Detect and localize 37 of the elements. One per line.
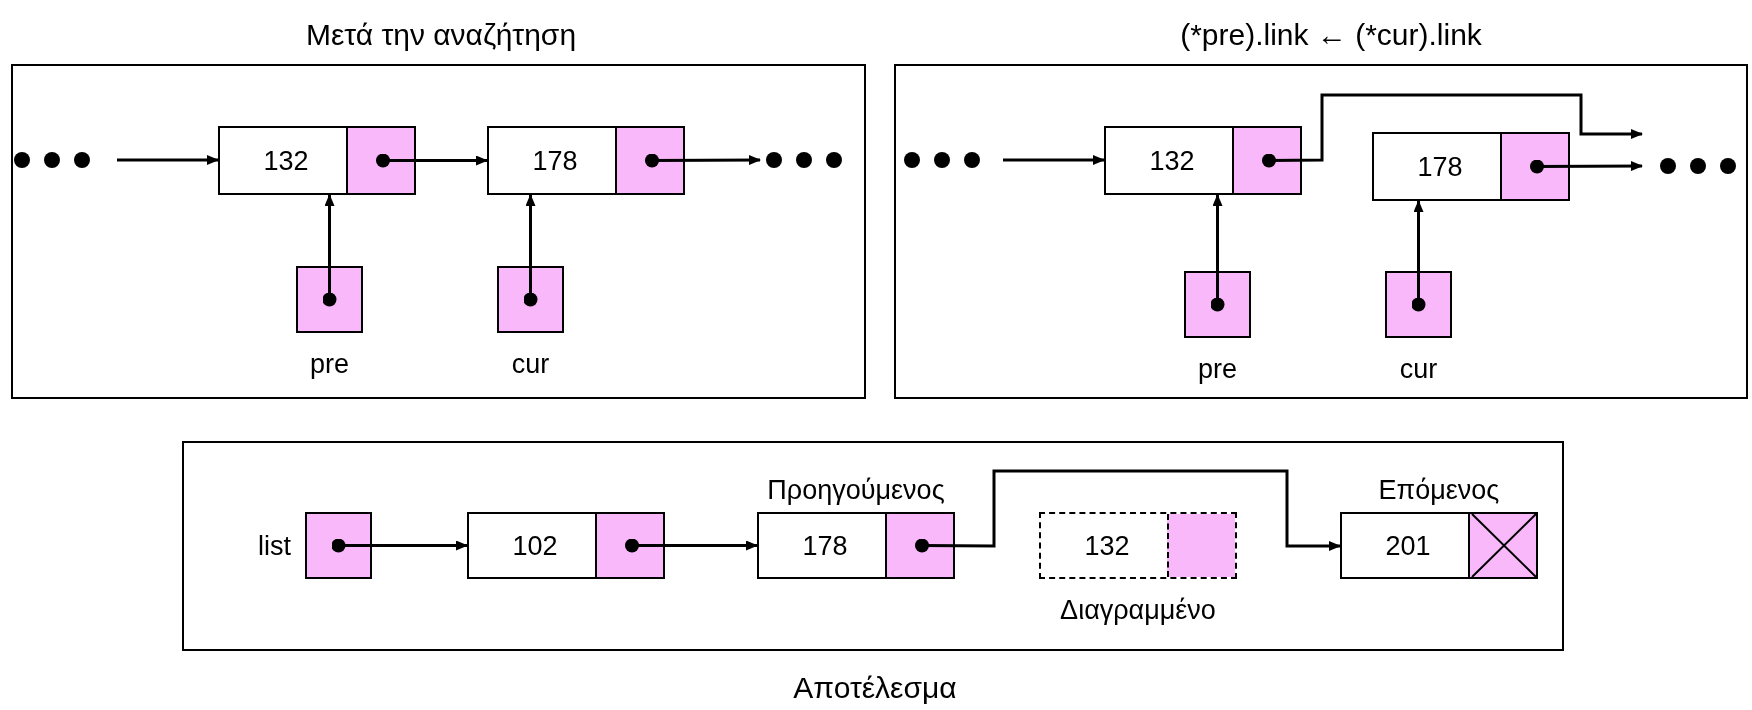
node-value: 201 bbox=[1385, 530, 1431, 561]
node-value: 102 bbox=[512, 530, 558, 561]
pointer-arrow bbox=[645, 153, 761, 168]
pointer-arrow bbox=[1210, 194, 1225, 312]
node-caption: cur bbox=[511, 349, 550, 380]
node-value: 132 bbox=[1084, 530, 1130, 561]
pointer-arrow bbox=[331, 538, 468, 553]
panel-title: Μετά την αναζήτηση bbox=[305, 18, 577, 52]
panel-title: Αποτέλεσμα bbox=[793, 671, 957, 705]
pointer-arrow bbox=[1003, 155, 1105, 165]
node-value: 178 bbox=[1417, 151, 1463, 182]
node-caption: pre bbox=[1198, 354, 1237, 385]
node-caption: Προηγούμενος bbox=[767, 475, 945, 506]
pointer-arrow bbox=[1262, 93, 1643, 168]
pointer-arrow bbox=[523, 194, 538, 307]
list-node bbox=[1372, 132, 1570, 201]
node-value: 178 bbox=[802, 530, 848, 561]
node-caption: list bbox=[258, 530, 291, 561]
pointer-arrow bbox=[625, 538, 758, 553]
list-node bbox=[487, 126, 685, 195]
pointer-arrow bbox=[1411, 200, 1426, 312]
node-caption: cur bbox=[1399, 354, 1438, 385]
pointer-arrow bbox=[376, 153, 488, 168]
node-caption: Επόμενος bbox=[1378, 475, 1500, 506]
node-value: 132 bbox=[263, 145, 309, 176]
pointer-arrow bbox=[322, 194, 337, 307]
node-value: 132 bbox=[1149, 145, 1195, 176]
list-node bbox=[467, 512, 665, 579]
pointer-arrow bbox=[117, 155, 219, 165]
node-caption: Διαγραμμένο bbox=[1060, 595, 1216, 626]
list-node bbox=[1104, 126, 1302, 195]
node-caption: pre bbox=[310, 349, 349, 380]
list-node bbox=[218, 126, 416, 195]
pointer-arrow bbox=[915, 469, 1341, 553]
pointer-arrow bbox=[1530, 159, 1643, 174]
panel-title: (*pre).link ← (*cur).link bbox=[1180, 18, 1482, 52]
node-value: 178 bbox=[532, 145, 578, 176]
